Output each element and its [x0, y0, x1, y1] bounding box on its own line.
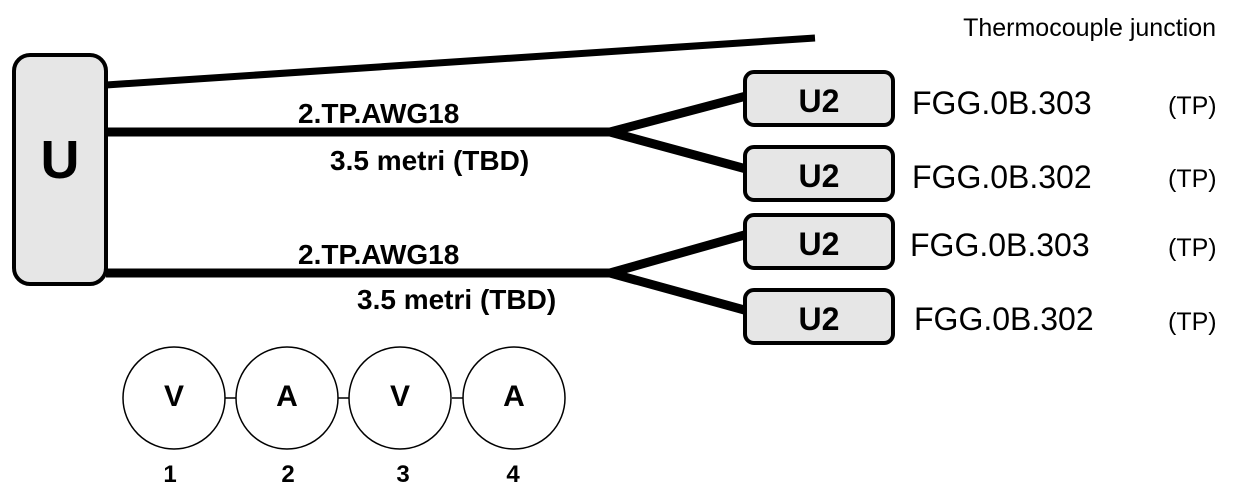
connector-3-label: U2	[799, 226, 840, 262]
connector-1-label: U2	[799, 83, 840, 119]
cable-1-name: 2.TP.AWG18	[298, 98, 459, 129]
pin-3-letter: V	[390, 380, 410, 413]
thermocouple-wire	[105, 34, 816, 89]
connector-3: U2	[743, 213, 895, 270]
cable-1	[106, 90, 752, 175]
pin-4: A 4	[462, 346, 566, 485]
junction-label: Thermocouple junction	[963, 14, 1216, 42]
main-unit-label: U	[41, 130, 80, 190]
connector-4-type: (TP)	[1168, 308, 1217, 336]
pin-2: A 2	[235, 346, 339, 485]
pin-2-number: 2	[281, 461, 294, 485]
cable-2	[106, 229, 750, 316]
connector-3-code: FGG.0B.303	[910, 227, 1090, 263]
cable-2-length: 3.5 metri (TBD)	[357, 284, 556, 315]
pin-1-number: 1	[163, 461, 176, 485]
connector-4: U2	[743, 288, 895, 345]
cable-1-length: 3.5 metri (TBD)	[330, 145, 529, 176]
connector-1-code: FGG.0B.303	[912, 85, 1092, 121]
connector-4-code: FGG.0B.302	[914, 301, 1094, 337]
connector-3-type: (TP)	[1168, 234, 1217, 262]
connector-1-type: (TP)	[1168, 92, 1217, 120]
connector-2-label: U2	[799, 158, 840, 194]
pin-2-letter: A	[276, 380, 298, 413]
pin-3: V 3	[348, 346, 452, 485]
pin-3-number: 3	[396, 461, 409, 485]
pin-1: V 1	[122, 346, 226, 485]
cable-2-name: 2.TP.AWG18	[298, 239, 459, 270]
pin-4-letter: A	[503, 380, 525, 413]
pin-1-letter: V	[164, 380, 184, 413]
connector-4-label: U2	[799, 301, 840, 337]
connector-2-type: (TP)	[1168, 165, 1217, 193]
connector-1: U2	[743, 70, 895, 127]
connector-2: U2	[743, 145, 895, 202]
main-unit-box: U	[12, 53, 108, 286]
pin-4-number: 4	[506, 461, 520, 485]
connector-2-code: FGG.0B.302	[912, 159, 1092, 195]
